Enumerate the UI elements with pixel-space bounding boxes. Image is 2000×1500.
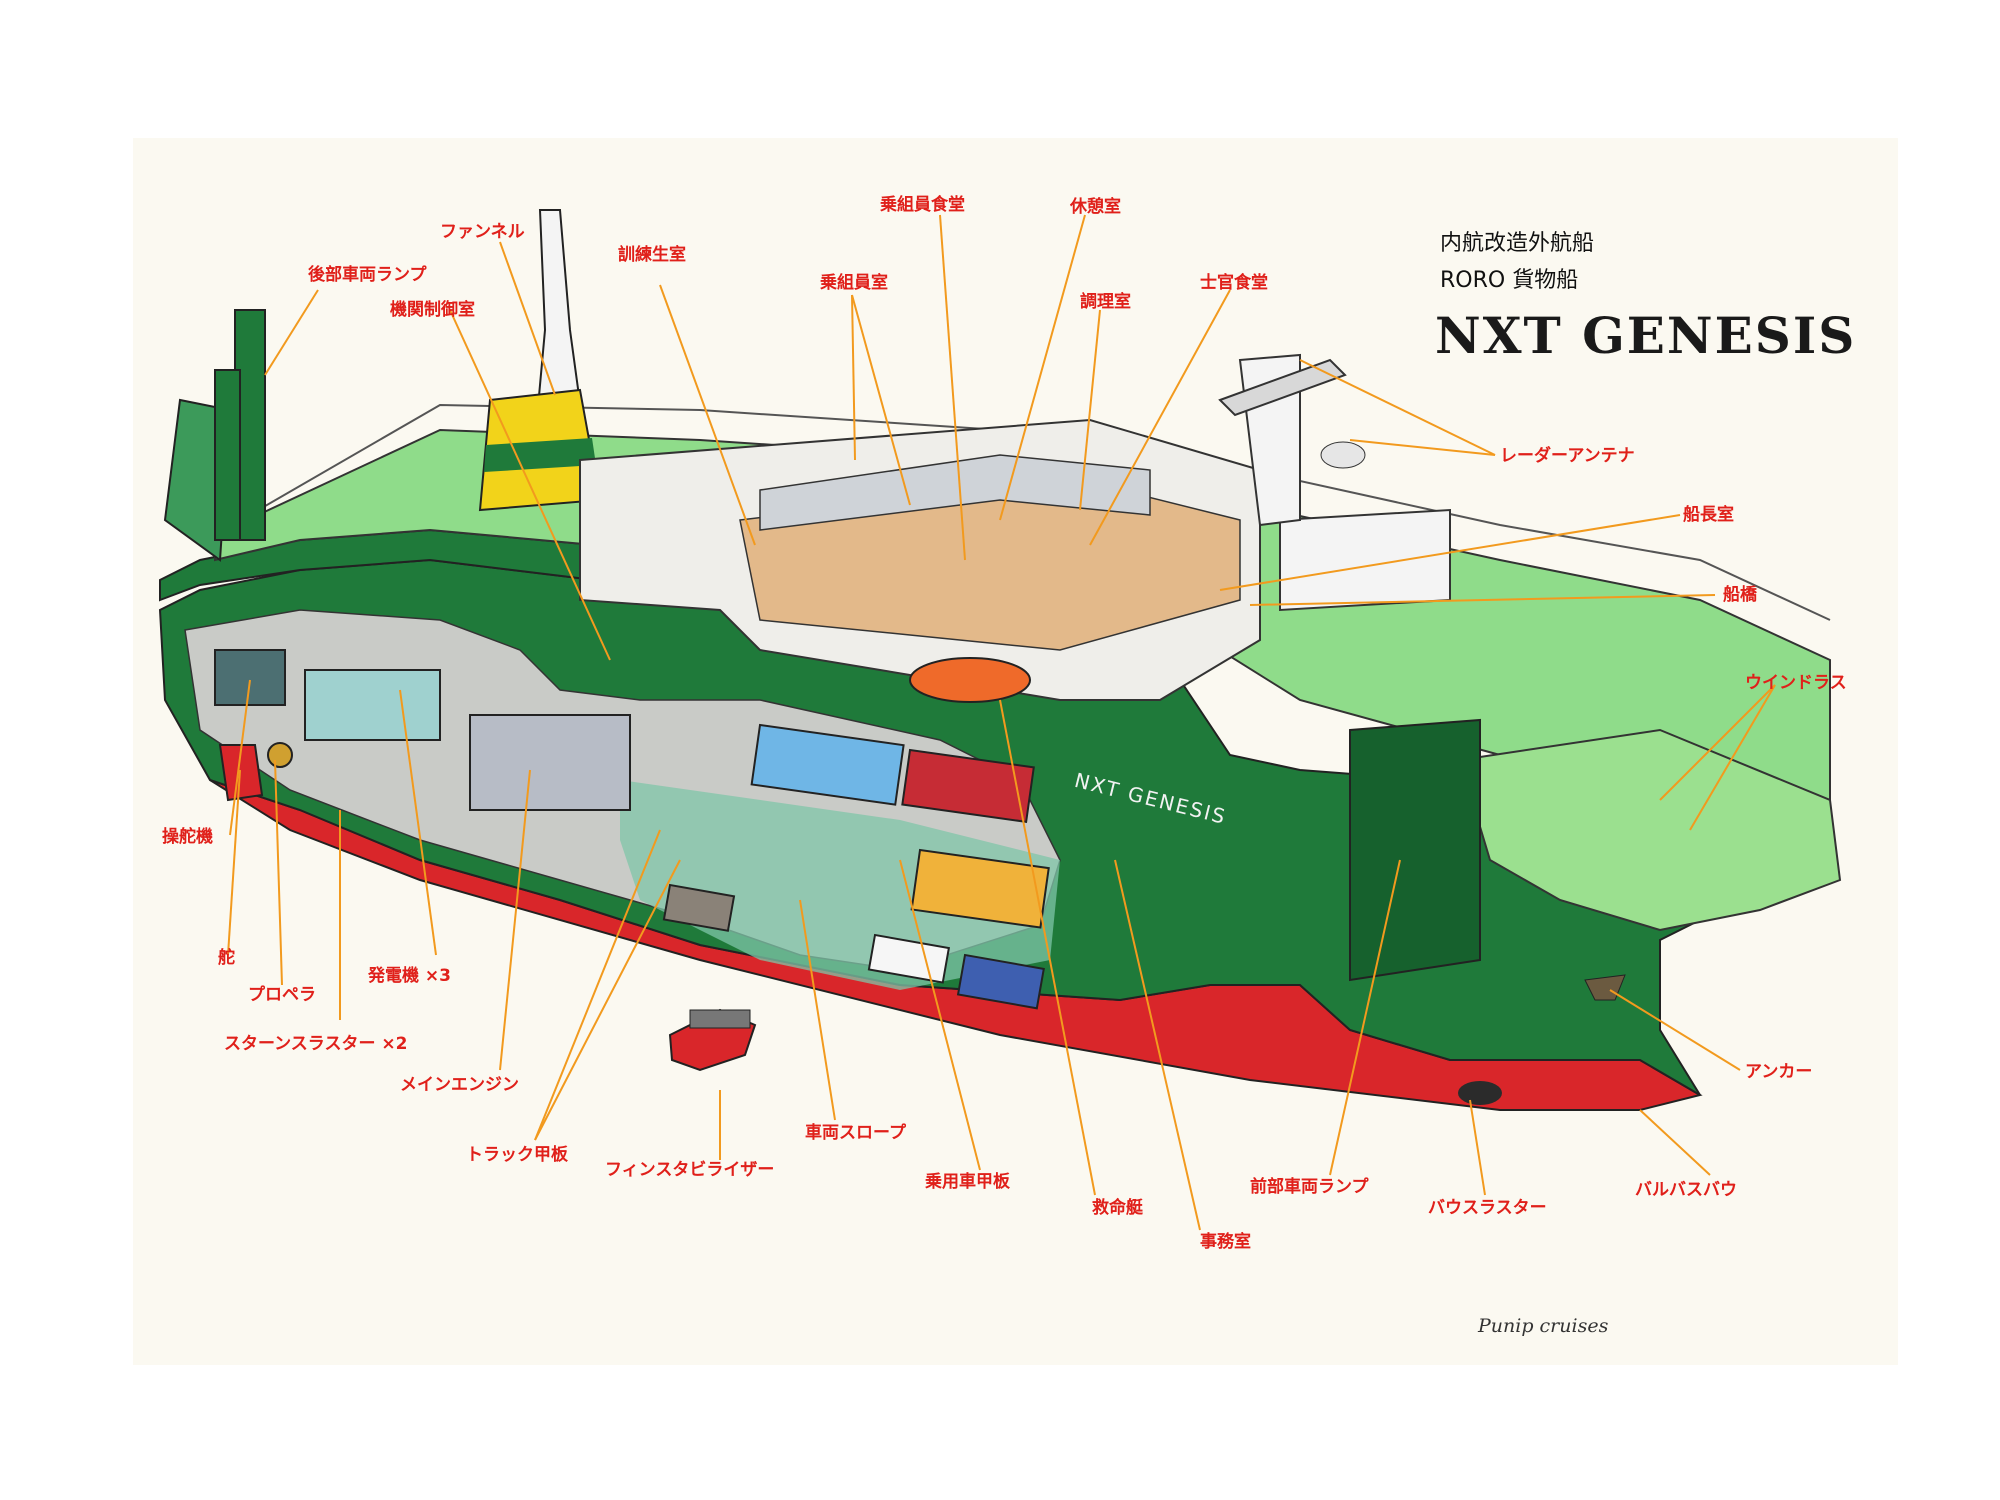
- accommodation-roof: [759, 454, 1151, 531]
- radar-dome: [1320, 441, 1366, 469]
- label-propeller: プロペラ: [248, 985, 316, 1005]
- fin-stabilizer-mount: [689, 1009, 751, 1029]
- lifeboat-shape: [909, 657, 1031, 703]
- label-steering-gear: 操舵機: [162, 827, 213, 847]
- foredeck: [1458, 728, 1842, 932]
- bow-thruster-port: [1458, 1081, 1502, 1105]
- car-van-grey: [662, 883, 736, 932]
- label-stern-thrusters: スターンスラスター ×2: [224, 1034, 408, 1054]
- propeller-shape: [267, 742, 293, 768]
- artist-signature: Punip cruises: [1478, 1315, 1609, 1337]
- main-engine-block: [469, 714, 631, 811]
- label-front-ramp: 前部車両ランプ: [1250, 1177, 1369, 1197]
- label-lifeboat: 救命艇: [1092, 1198, 1143, 1218]
- label-rear-ramp: 後部車両ランプ: [308, 265, 427, 285]
- label-crew-mess: 乗組員食堂: [880, 195, 965, 215]
- leader-lines: [227, 214, 1776, 1231]
- label-bridge: 船橋: [1723, 585, 1757, 605]
- front-ramp-shape: [1349, 718, 1481, 982]
- ship-name-title: NXT GENESIS: [1435, 306, 1857, 365]
- label-radar: レーダーアンテナ: [1500, 446, 1635, 466]
- label-generators: 発電機 ×3: [368, 966, 451, 986]
- label-galley: 調理室: [1080, 292, 1131, 312]
- label-vehicle-slope: 車両スロープ: [805, 1123, 906, 1143]
- car-deck-floor: [620, 780, 1060, 990]
- label-officer-mess: 士官食堂: [1200, 273, 1268, 293]
- title-line-1: 内航改造外航船: [1440, 231, 1595, 256]
- label-truck-deck: トラック甲板: [466, 1145, 568, 1165]
- label-main-engine: メインエンジン: [400, 1075, 519, 1095]
- truck-blue: [750, 723, 905, 806]
- title-line-2: RORO 貨物船: [1440, 268, 1579, 293]
- truck-red: [901, 748, 1035, 823]
- label-lounge: 休憩室: [1070, 197, 1121, 217]
- radar-antenna: [1218, 358, 1347, 417]
- rear-ramp-tower-2: [214, 369, 241, 541]
- label-bulbous-bow: バルバスバウ: [1635, 1180, 1737, 1200]
- generator-block: [304, 669, 441, 741]
- label-funnel: ファンネル: [440, 222, 525, 242]
- label-engine-control-room: 機関制御室: [390, 300, 475, 320]
- label-bow-thruster: バウスラスター: [1428, 1198, 1547, 1218]
- label-anchor: アンカー: [1745, 1062, 1813, 1082]
- car-van-blue: [956, 953, 1045, 1010]
- label-rudder: 舵: [218, 948, 235, 968]
- truck-yellow: [910, 848, 1050, 929]
- bridge-block: [1279, 508, 1451, 612]
- label-windlass: ウインドラス: [1745, 673, 1847, 693]
- label-car-deck: 乗用車甲板: [925, 1172, 1010, 1192]
- steering-gear-block: [214, 649, 286, 706]
- label-crew-room: 乗組員室: [820, 273, 888, 293]
- label-captain-room: 船長室: [1683, 505, 1734, 525]
- label-fin-stabilizer: フィンスタビライザー: [605, 1160, 775, 1180]
- label-cadet-room: 訓練生室: [618, 245, 686, 265]
- label-office: 事務室: [1200, 1232, 1251, 1252]
- rudder-shape: [218, 744, 264, 802]
